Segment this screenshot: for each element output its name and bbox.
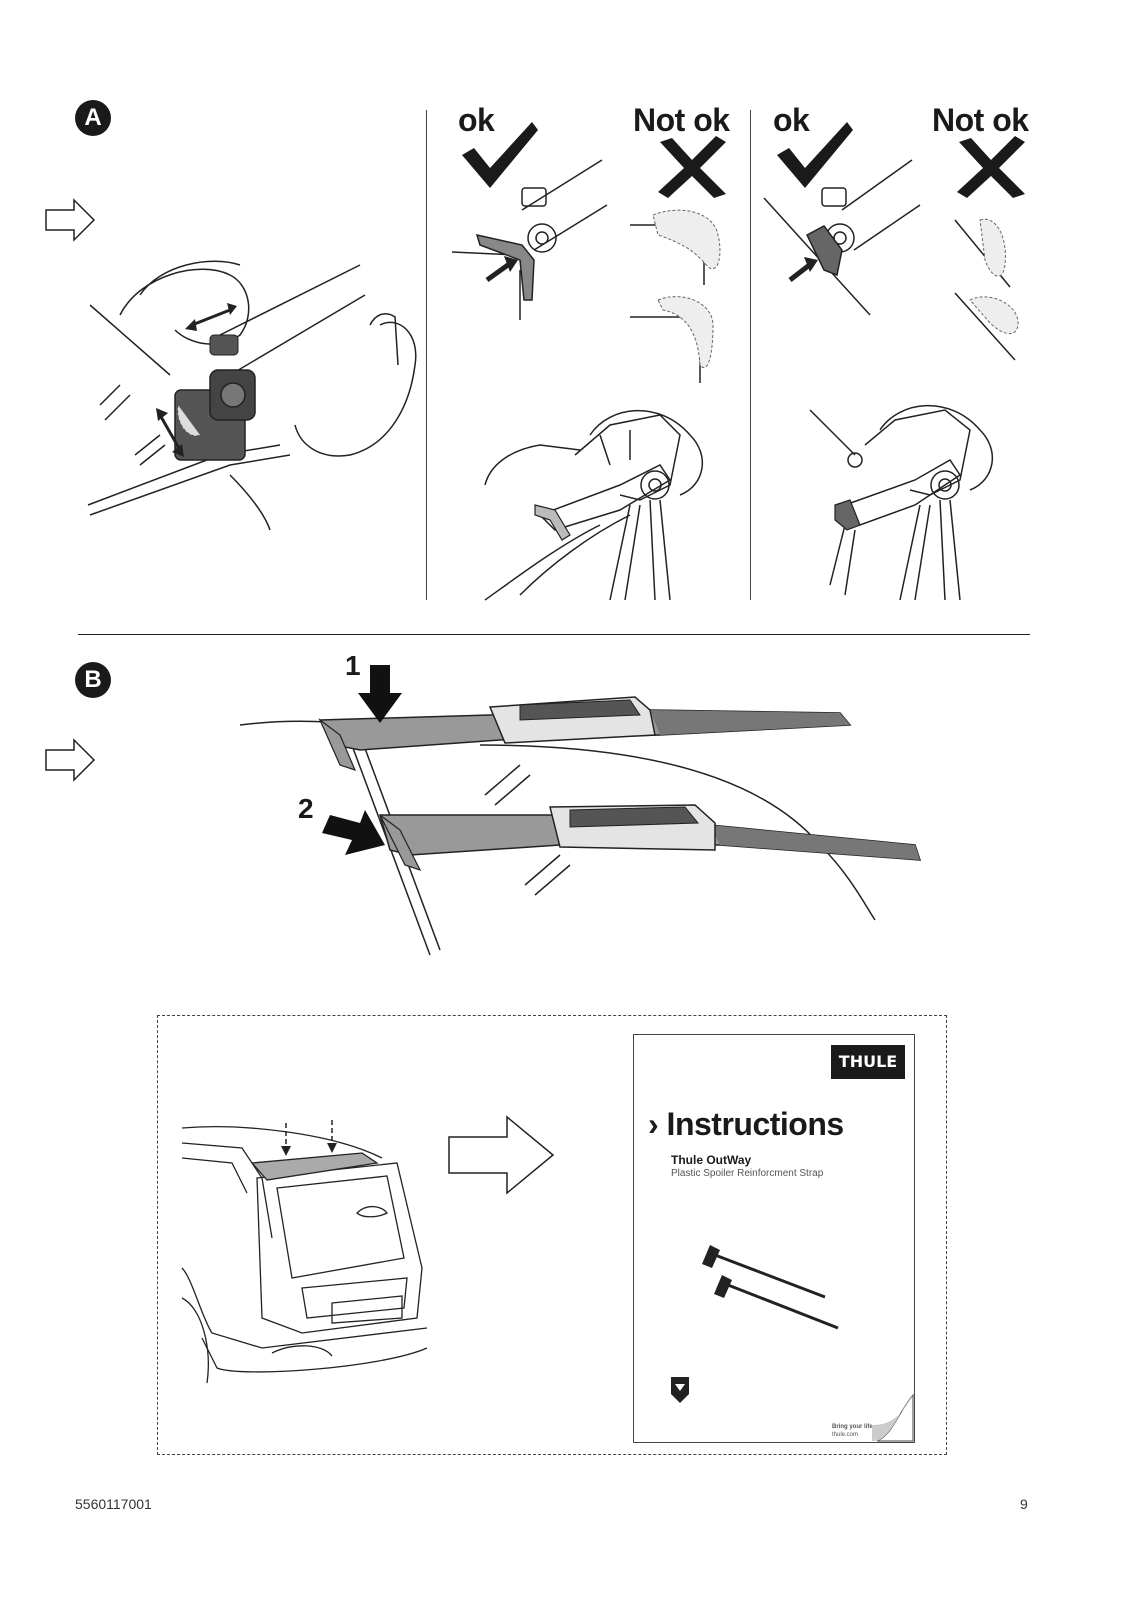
booklet-description: Plastic Spoiler Reinforcment Strap [671, 1168, 824, 1179]
thule-logo: THULE [831, 1045, 905, 1079]
foot-ok-illustration-2 [763, 159, 921, 316]
arrow-right-outline-icon [45, 738, 96, 782]
chevron-right-icon: › [648, 1106, 659, 1142]
ok-label-1: ok [458, 102, 495, 138]
step-number-2: 2 [298, 793, 314, 824]
instructions-booklet [633, 1034, 915, 1443]
cross-icon [658, 136, 726, 198]
foot-not-ok-illustration-2 [954, 218, 1019, 361]
step-badge-b: B [75, 662, 111, 698]
booklet-product: Thule OutWay [671, 1153, 752, 1167]
not-ok-label-1: Not ok [633, 102, 730, 138]
check-icon [777, 122, 853, 188]
foot-ok-illustration-1 [451, 159, 608, 320]
page-number: 9 [1020, 1496, 1028, 1512]
step-number-1: 1 [345, 650, 361, 681]
page-curl [872, 1393, 914, 1442]
document-number: 5560117001 [75, 1496, 152, 1512]
step-badge-a: A [75, 100, 111, 136]
foot-on-roof-illustration-2 [809, 404, 994, 601]
section-divider [78, 634, 1030, 635]
arrow-right-outline-icon [448, 1115, 555, 1195]
strap-illustration [702, 1245, 839, 1330]
roof-rack-positioning-illustration [239, 665, 922, 956]
ok-label-2: ok [773, 102, 810, 138]
not-ok-label-2: Not ok [932, 102, 1029, 138]
reference-box [157, 1015, 947, 1455]
booklet-title-text: Instructions [666, 1106, 845, 1142]
foot-on-roof-illustration-1 [484, 409, 704, 601]
booklet-tagline: Bring your life [832, 1424, 873, 1430]
thule-shield-icon [671, 1377, 689, 1403]
arrow-right-outline-icon [45, 198, 96, 242]
check-icon [462, 122, 538, 188]
cross-icon [957, 136, 1025, 198]
divider-vertical-1 [426, 110, 427, 600]
booklet-website: thule.com [832, 1432, 859, 1438]
booklet-title: › Instructions [648, 1106, 844, 1143]
car-rear-spoiler-illustration [181, 1120, 428, 1384]
foot-not-ok-illustration-1 [630, 209, 721, 383]
divider-vertical-2 [750, 110, 751, 600]
foot-adjustment-illustration [87, 260, 417, 531]
